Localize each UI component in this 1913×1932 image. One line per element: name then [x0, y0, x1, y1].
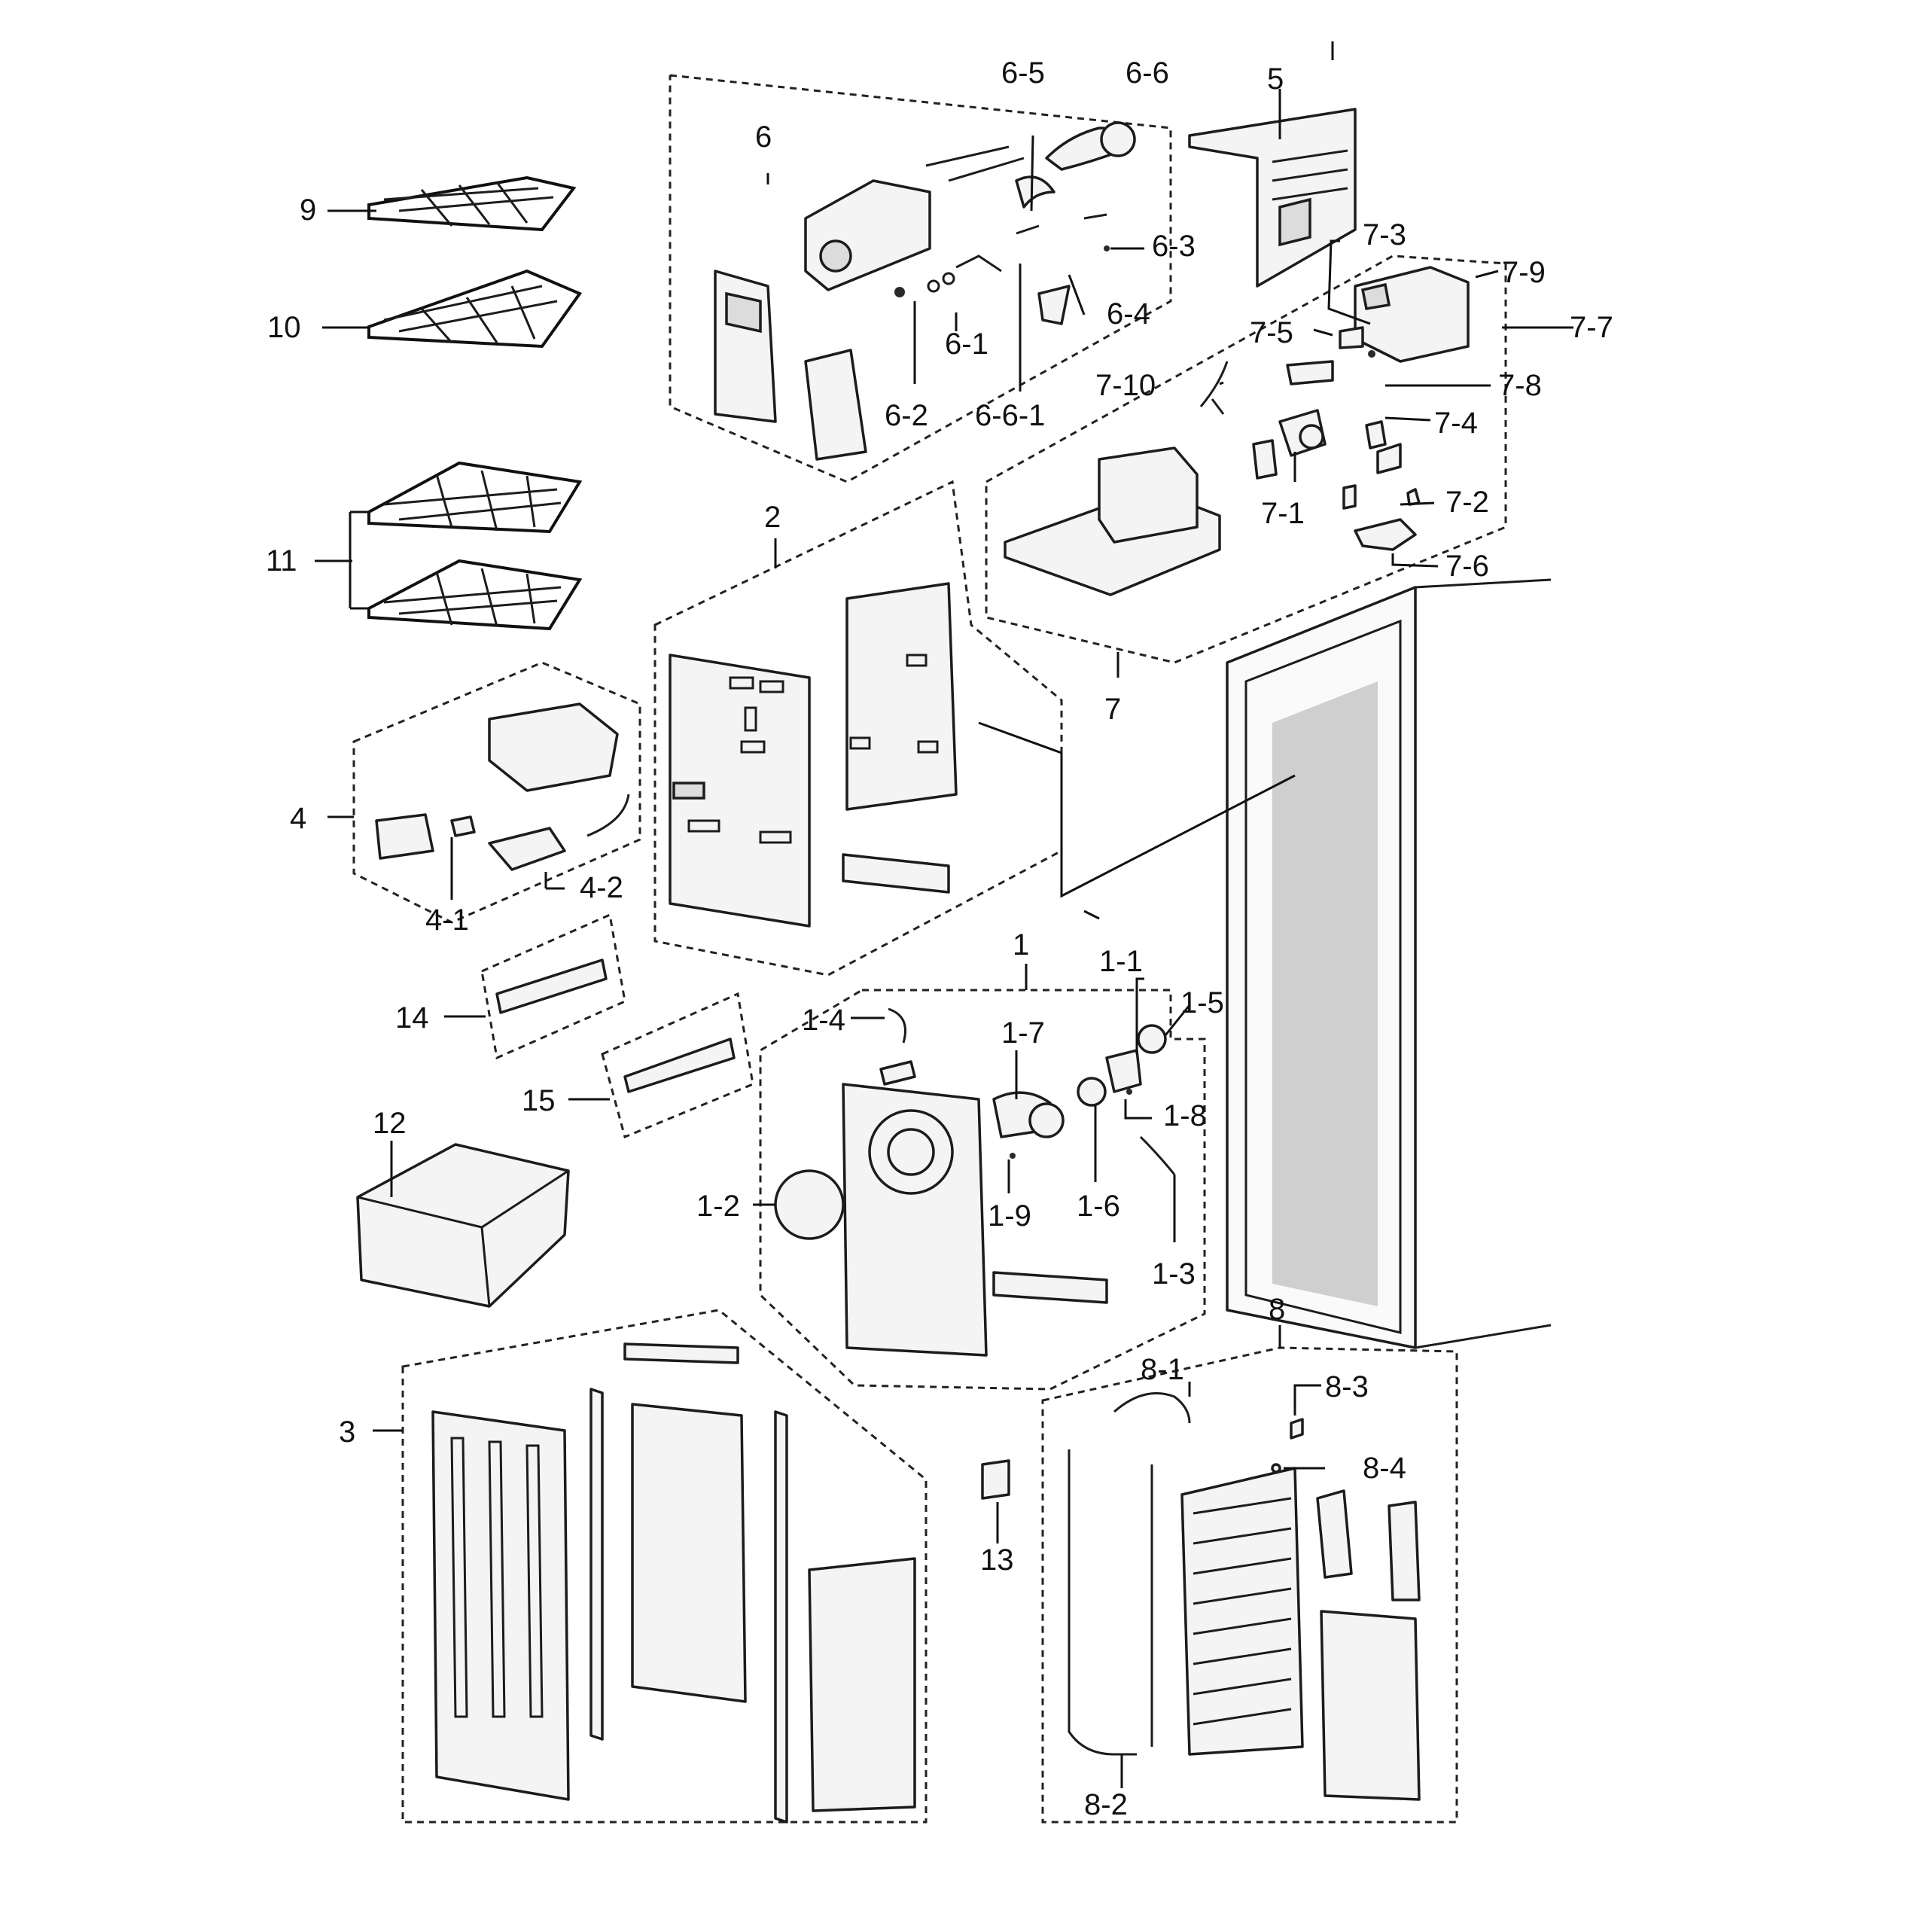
callout-1-4: 1-4	[802, 1004, 845, 1037]
shelf-10	[322, 269, 583, 349]
callout-7-8: 7-8	[1498, 369, 1542, 402]
callout-3: 3	[339, 1415, 355, 1449]
callout-1-1: 1-1	[1099, 945, 1143, 978]
group-4-ice-bucket	[327, 661, 641, 924]
group-3-liner-panels	[373, 1309, 928, 1824]
group-2-back-panel	[653, 480, 1063, 977]
callout-7-10: 7-10	[1095, 369, 1156, 402]
callout-7-1: 7-1	[1261, 497, 1305, 530]
callout-8: 8	[1269, 1293, 1285, 1326]
part-14-rail	[444, 913, 626, 1060]
callout-6-4: 6-4	[1107, 297, 1150, 331]
callout-1-7: 1-7	[1001, 1016, 1045, 1050]
part-15-rail	[568, 992, 754, 1139]
callout-7-7: 7-7	[1570, 311, 1613, 344]
part-12-drawer	[356, 1141, 570, 1308]
callout-5: 5	[1267, 62, 1284, 96]
callout-8-4: 8-4	[1363, 1452, 1406, 1485]
callout-10: 10	[267, 311, 301, 344]
callout-14: 14	[395, 1001, 429, 1035]
shelf-9	[327, 175, 577, 232]
callout-1-6: 1-6	[1077, 1190, 1120, 1223]
callout-6-1: 6-1	[945, 328, 988, 361]
cabinet-shell	[978, 578, 1552, 1349]
callout-1: 1	[1013, 928, 1029, 961]
group-1-fan-duct	[753, 964, 1206, 1391]
callout-11: 11	[266, 544, 297, 577]
callout-7-2: 7-2	[1445, 486, 1489, 519]
group-6-icemaker	[669, 74, 1172, 483]
callout-4-1: 4-1	[425, 904, 469, 937]
callout-7-3: 7-3	[1363, 218, 1406, 251]
callout-15: 15	[522, 1084, 556, 1117]
callout-4-2: 4-2	[580, 871, 623, 904]
callout-4: 4	[290, 802, 306, 835]
callout-6-3: 6-3	[1152, 230, 1196, 263]
group-7-fan-assembly	[985, 41, 1573, 678]
callout-12: 12	[373, 1107, 407, 1140]
shelf-11	[315, 461, 583, 631]
callout-1-8: 1-8	[1163, 1099, 1207, 1132]
callout-7-5: 7-5	[1250, 316, 1293, 349]
part-5-bracket	[1188, 89, 1357, 288]
callout-9: 9	[300, 194, 316, 227]
callout-7-4: 7-4	[1434, 407, 1478, 440]
group-8-evaporator	[1041, 1325, 1458, 1824]
callout-7: 7	[1104, 693, 1121, 726]
callout-1-9: 1-9	[988, 1199, 1031, 1233]
callout-6-2: 6-2	[885, 399, 928, 432]
callout-8-1: 8-1	[1141, 1353, 1184, 1386]
callout-7-6: 7-6	[1445, 550, 1489, 583]
part-13-relay	[981, 1459, 1010, 1543]
callout-labels: 1 1-1 1-2 1-3 1-4 1-5 1-6 1-7 1-8 1-9 2 …	[266, 56, 1613, 1821]
callout-6-6-1: 6-6-1	[975, 399, 1045, 432]
callout-2: 2	[764, 501, 781, 534]
callout-6-5: 6-5	[1001, 56, 1045, 90]
callout-1-3: 1-3	[1152, 1257, 1196, 1291]
callout-7-9: 7-9	[1502, 256, 1546, 289]
callout-8-3: 8-3	[1325, 1370, 1369, 1403]
callout-1-5: 1-5	[1180, 986, 1224, 1019]
callout-1-2: 1-2	[696, 1190, 740, 1223]
callout-6: 6	[755, 120, 772, 154]
callout-6-6: 6-6	[1126, 56, 1169, 90]
callout-13: 13	[980, 1543, 1014, 1577]
callout-8-2: 8-2	[1084, 1788, 1128, 1821]
